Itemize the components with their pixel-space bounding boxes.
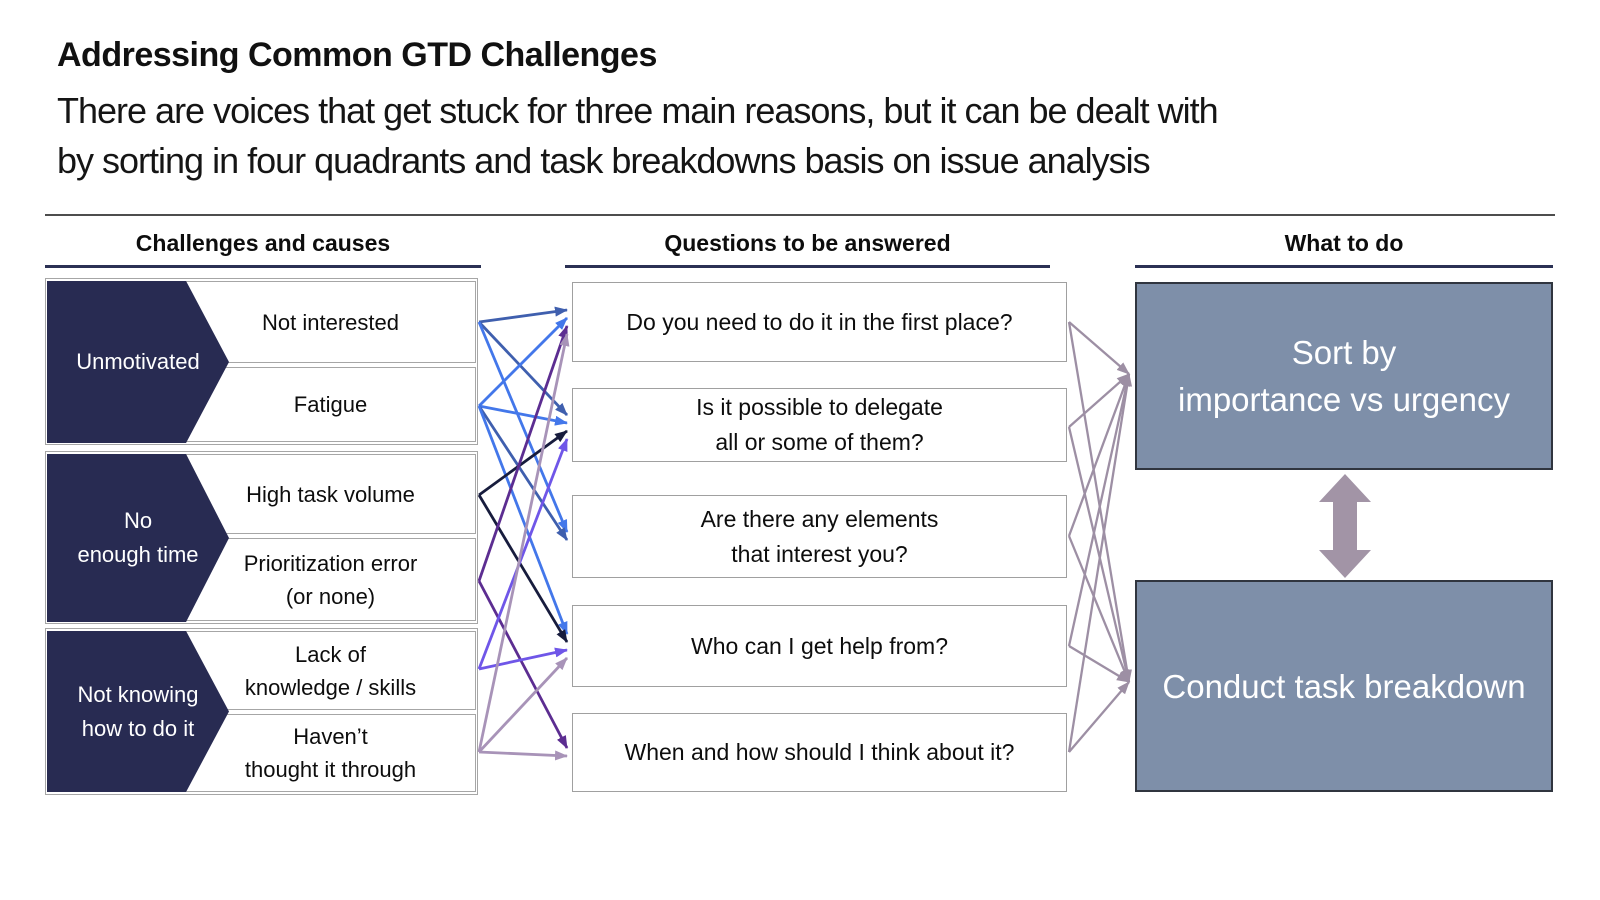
- connector-arrow: [477, 405, 569, 635]
- question-box-delegate: Is it possible to delegate all or some o…: [572, 388, 1067, 462]
- double-headed-arrow: [1319, 474, 1371, 578]
- connector-arrow: [1067, 321, 1132, 683]
- connector-arrow: [1068, 645, 1130, 683]
- action-box-sort: Sort by importance vs urgency: [1135, 282, 1553, 470]
- cause-box-lack-of-knowledge: Lack of knowledge / skills: [185, 631, 476, 710]
- connector-arrow: [1067, 373, 1131, 537]
- question-box-need-to-do: Do you need to do it in the first place?: [572, 282, 1067, 362]
- slide-subtitle: There are voices that get stuck for thre…: [57, 86, 1219, 186]
- connector-arrow: [478, 404, 568, 426]
- connector-arrow: [1067, 373, 1132, 647]
- connector-arrow: [1067, 426, 1132, 683]
- connector-arrow: [1068, 373, 1130, 428]
- cause-box-high-task-volume: High task volume: [185, 454, 476, 534]
- connector-arrow: [477, 321, 569, 416]
- connector-arrow: [477, 333, 570, 753]
- pentagon-not-knowing: Not knowing how to do it: [47, 631, 229, 792]
- middle-header-underline: [565, 265, 1050, 268]
- connector-arrow: [1068, 681, 1130, 753]
- question-box-get-help: Who can I get help from?: [572, 605, 1067, 687]
- connector-arrow: [478, 750, 568, 761]
- middle-column-header: Questions to be answered: [664, 230, 951, 256]
- cause-box-not-interested: Not interested: [185, 281, 476, 363]
- connector-arrow: [478, 429, 568, 497]
- right-column-header: What to do: [1284, 230, 1404, 256]
- pentagon-no-enough-time: No enough time: [47, 454, 229, 622]
- connector-arrow: [478, 647, 568, 671]
- connector-arrow: [478, 317, 568, 407]
- right-header-underline: [1135, 265, 1553, 268]
- connector-arrow: [477, 325, 569, 582]
- left-column-header: Challenges and causes: [135, 230, 391, 256]
- connector-arrow: [477, 580, 569, 749]
- connector-arrow: [477, 405, 569, 541]
- cause-box-fatigue: Fatigue: [185, 367, 476, 442]
- subtitle-line-1: There are voices that get stuck for thre…: [57, 90, 1219, 131]
- connector-arrow: [477, 657, 569, 753]
- connector-arrow: [477, 438, 569, 670]
- subtitle-line-2: by sorting in four quadrants and task br…: [57, 140, 1151, 181]
- question-box-elements-interest: Are there any elements that interest you…: [572, 495, 1067, 578]
- cause-box-havent-thought: Haven’t thought it through: [185, 714, 476, 792]
- connector-arrow: [1068, 321, 1130, 375]
- top-divider: [45, 214, 1555, 216]
- connector-arrow: [477, 494, 569, 643]
- connector-arrow: [477, 321, 569, 533]
- cause-box-prioritization-error: Prioritization error (or none): [185, 538, 476, 621]
- pentagon-unmotivated: Unmotivated: [47, 281, 229, 443]
- question-box-when-how: When and how should I think about it?: [572, 713, 1067, 792]
- connector-arrow: [478, 306, 568, 324]
- slide-title: Addressing Common GTD Challenges: [57, 36, 657, 74]
- action-box-breakdown: Conduct task breakdown: [1135, 580, 1553, 792]
- connector-arrow: [1067, 373, 1133, 753]
- left-header-underline: [45, 265, 481, 268]
- connector-arrow: [1067, 535, 1131, 683]
